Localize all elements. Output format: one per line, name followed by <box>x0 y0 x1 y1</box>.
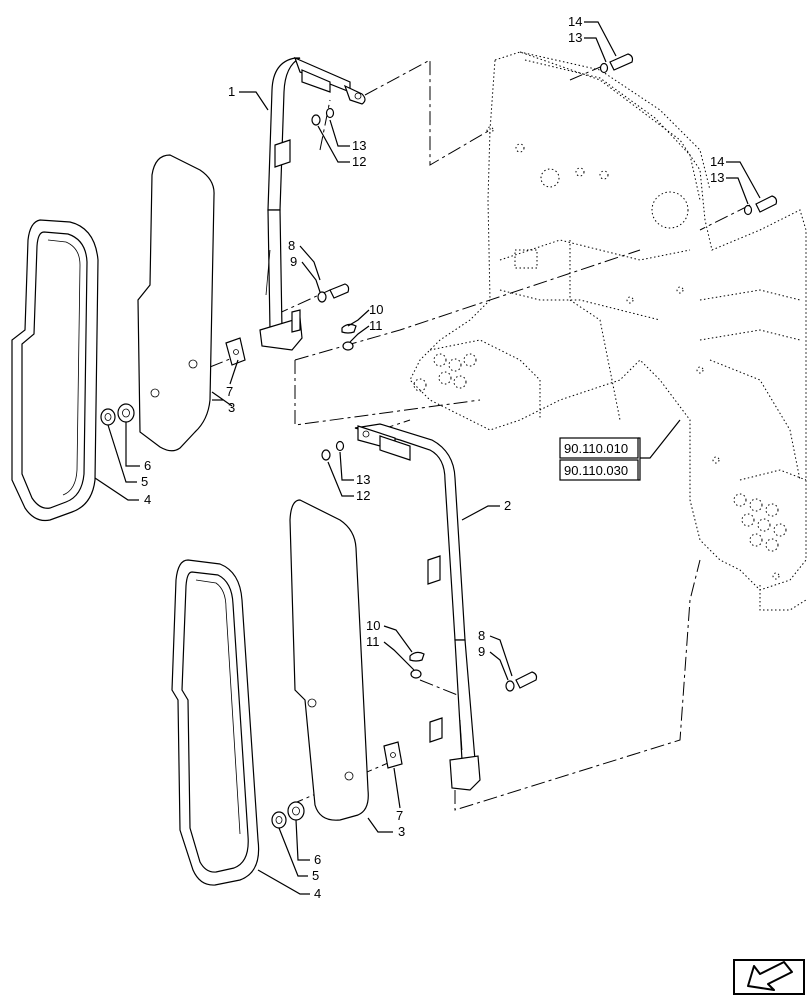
callout-14-top: 14 <box>568 14 582 29</box>
callout-9-upper: 9 <box>290 254 297 269</box>
reference-box-2[interactable] <box>559 459 639 481</box>
callout-7-upper: 7 <box>226 384 233 399</box>
callout-8-upper: 8 <box>288 238 295 253</box>
leader-lines <box>94 21 761 895</box>
clip-7-upper <box>225 337 246 366</box>
callout-1: 1 <box>228 84 235 99</box>
callout-13-top: 13 <box>568 30 582 45</box>
callout-13-lower: 13 <box>356 472 370 487</box>
seal-4-lower <box>171 559 260 886</box>
callout-11-upper: 11 <box>369 318 383 333</box>
reference-90-110-030[interactable]: 90.110.030 <box>564 463 628 478</box>
callout-14-right: 14 <box>710 154 724 169</box>
callout-11-lower: 11 <box>366 634 380 649</box>
callout-13-right: 13 <box>710 170 724 185</box>
glass-panel-3-upper <box>137 154 215 452</box>
callout-9-lower: 9 <box>478 644 485 659</box>
callout-8-lower: 8 <box>478 628 485 643</box>
callout-4-lower: 4 <box>314 886 321 901</box>
callout-4-upper: 4 <box>144 492 151 507</box>
washers-upper <box>100 403 135 426</box>
callout-5-lower: 5 <box>312 868 319 883</box>
machine-frame <box>409 51 807 611</box>
callout-3-lower: 3 <box>398 824 405 839</box>
glass-panel-3-lower <box>289 499 369 821</box>
callout-13-upper: 13 <box>352 138 366 153</box>
callout-10-upper: 10 <box>369 302 383 317</box>
reference-boxes: 90.110.010 90.110.030 <box>559 437 641 481</box>
callout-12-lower: 12 <box>356 488 370 503</box>
seal-4-upper <box>11 219 99 522</box>
washers-lower <box>271 801 305 829</box>
handle-tube-2-lower <box>354 423 481 791</box>
reference-box-1[interactable] <box>559 437 639 459</box>
callout-5-upper: 5 <box>141 474 148 489</box>
callout-7-lower: 7 <box>396 808 403 823</box>
reference-90-110-010[interactable]: 90.110.010 <box>564 441 628 456</box>
clip-7-lower <box>383 741 403 769</box>
callout-3-upper: 3 <box>228 400 235 415</box>
fasteners-upper <box>311 53 778 351</box>
arrow-down-left-icon[interactable] <box>733 959 805 995</box>
callout-6-lower: 6 <box>314 852 321 867</box>
callout-2: 2 <box>504 498 511 513</box>
callout-6-upper: 6 <box>144 458 151 473</box>
fasteners-lower <box>321 440 538 692</box>
handle-tube-1-upper <box>259 56 366 351</box>
callout-10-lower: 10 <box>366 618 380 633</box>
callouts: 1 2 3 3 4 4 5 5 6 6 7 7 8 8 9 9 10 10 11… <box>141 14 724 901</box>
callout-12-upper: 12 <box>352 154 366 169</box>
